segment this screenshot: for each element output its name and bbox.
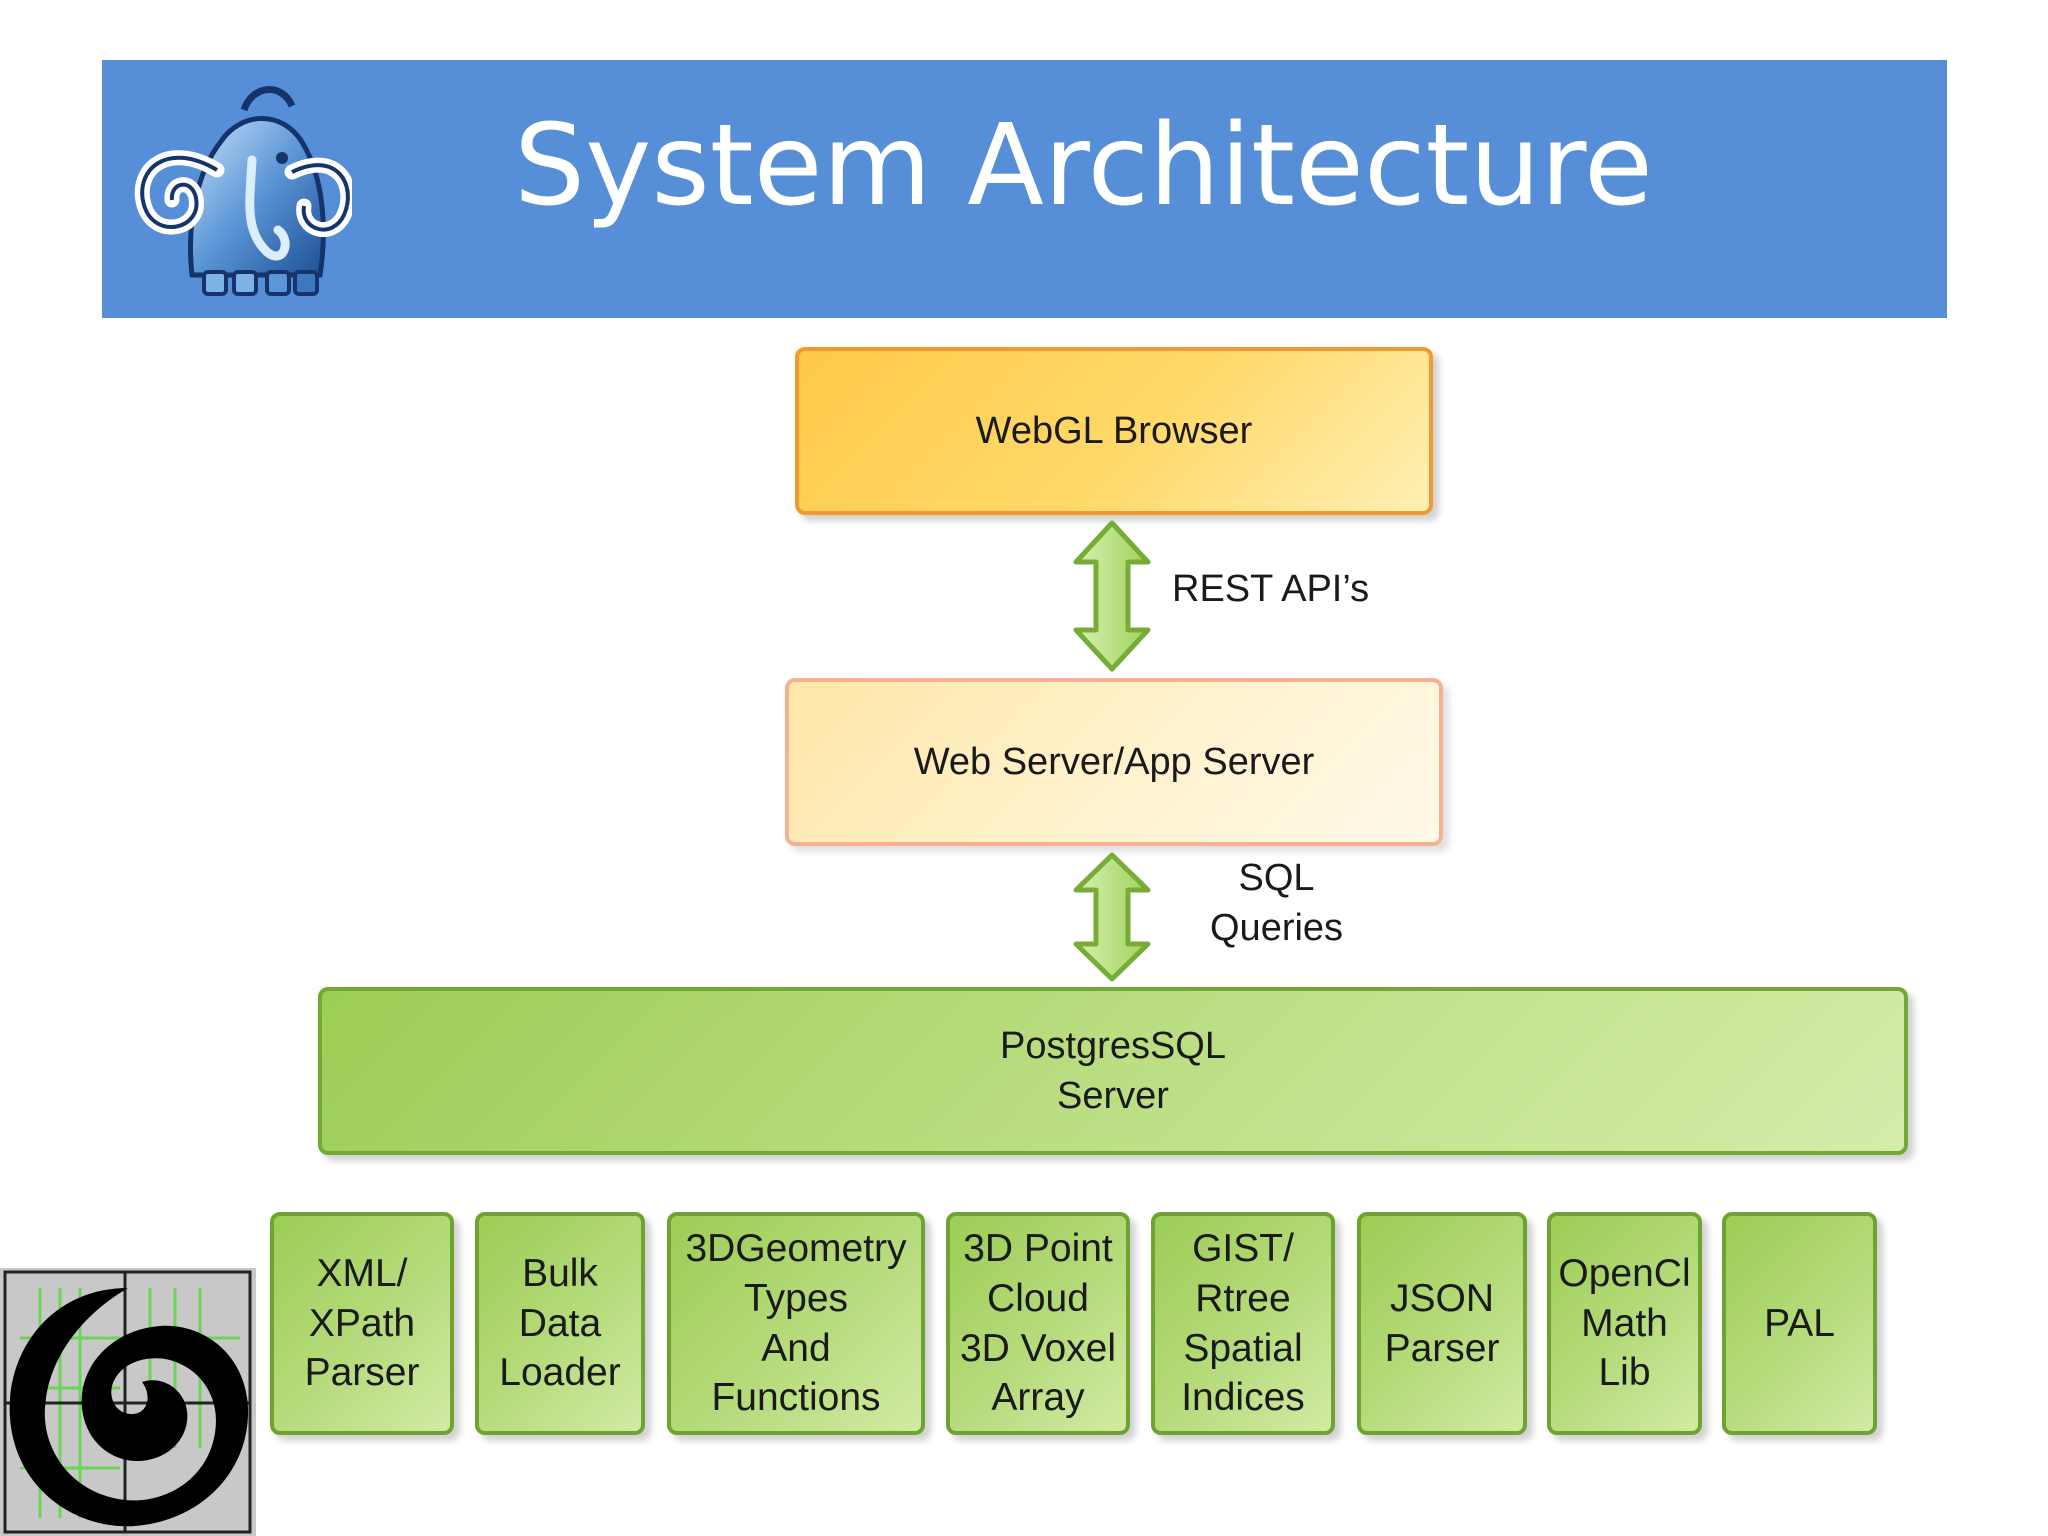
module-label: Bulk Data Loader [499, 1252, 621, 1395]
webgl-browser-box: WebGL Browser [795, 347, 1433, 515]
title-banner: System Architecture [102, 60, 1947, 318]
module-gist-rtree-indices: GIST/ Rtree Spatial Indices [1151, 1212, 1335, 1435]
module-json-parser: JSON Parser [1357, 1212, 1527, 1435]
app-server-label: Web Server/App Server [913, 740, 1315, 783]
postgres-server-box: PostgresSQL Server [318, 987, 1908, 1155]
spiral-logo-icon [0, 1268, 256, 1536]
postgres-server-label: PostgresSQL Server [1000, 1024, 1226, 1117]
slide-title: System Architecture [514, 101, 1653, 231]
module-bulk-data-loader: Bulk Data Loader [475, 1212, 645, 1435]
sql-queries-label: SQL Queries [1210, 857, 1344, 950]
module-label: 3D Point Cloud 3D Voxel Array [959, 1227, 1117, 1420]
rest-api-arrow [1073, 520, 1151, 672]
module-label: PAL [1764, 1301, 1835, 1345]
module-xml-xpath-parser: XML/ XPath Parser [270, 1212, 454, 1435]
mammoth-logo-icon [134, 86, 352, 296]
module-label: XML/ XPath Parser [304, 1252, 420, 1395]
module-label: JSON Parser [1384, 1276, 1500, 1370]
module-opencl-math-lib: OpenCl Math Lib [1547, 1212, 1702, 1435]
module-point-cloud-voxel: 3D Point Cloud 3D Voxel Array [946, 1212, 1130, 1435]
module-label: OpenCl Math Lib [1558, 1252, 1691, 1395]
webgl-browser-label: WebGL Browser [975, 409, 1253, 452]
module-label: GIST/ Rtree Spatial Indices [1181, 1227, 1305, 1420]
module-3d-geometry: 3DGeometry Types And Functions [667, 1212, 925, 1435]
module-pal: PAL [1722, 1212, 1877, 1435]
app-server-box: Web Server/App Server [785, 678, 1443, 846]
module-label: 3DGeometry Types And Functions [685, 1227, 907, 1420]
rest-api-label: REST API’s [1172, 568, 1370, 610]
sql-queries-arrow [1073, 852, 1151, 982]
